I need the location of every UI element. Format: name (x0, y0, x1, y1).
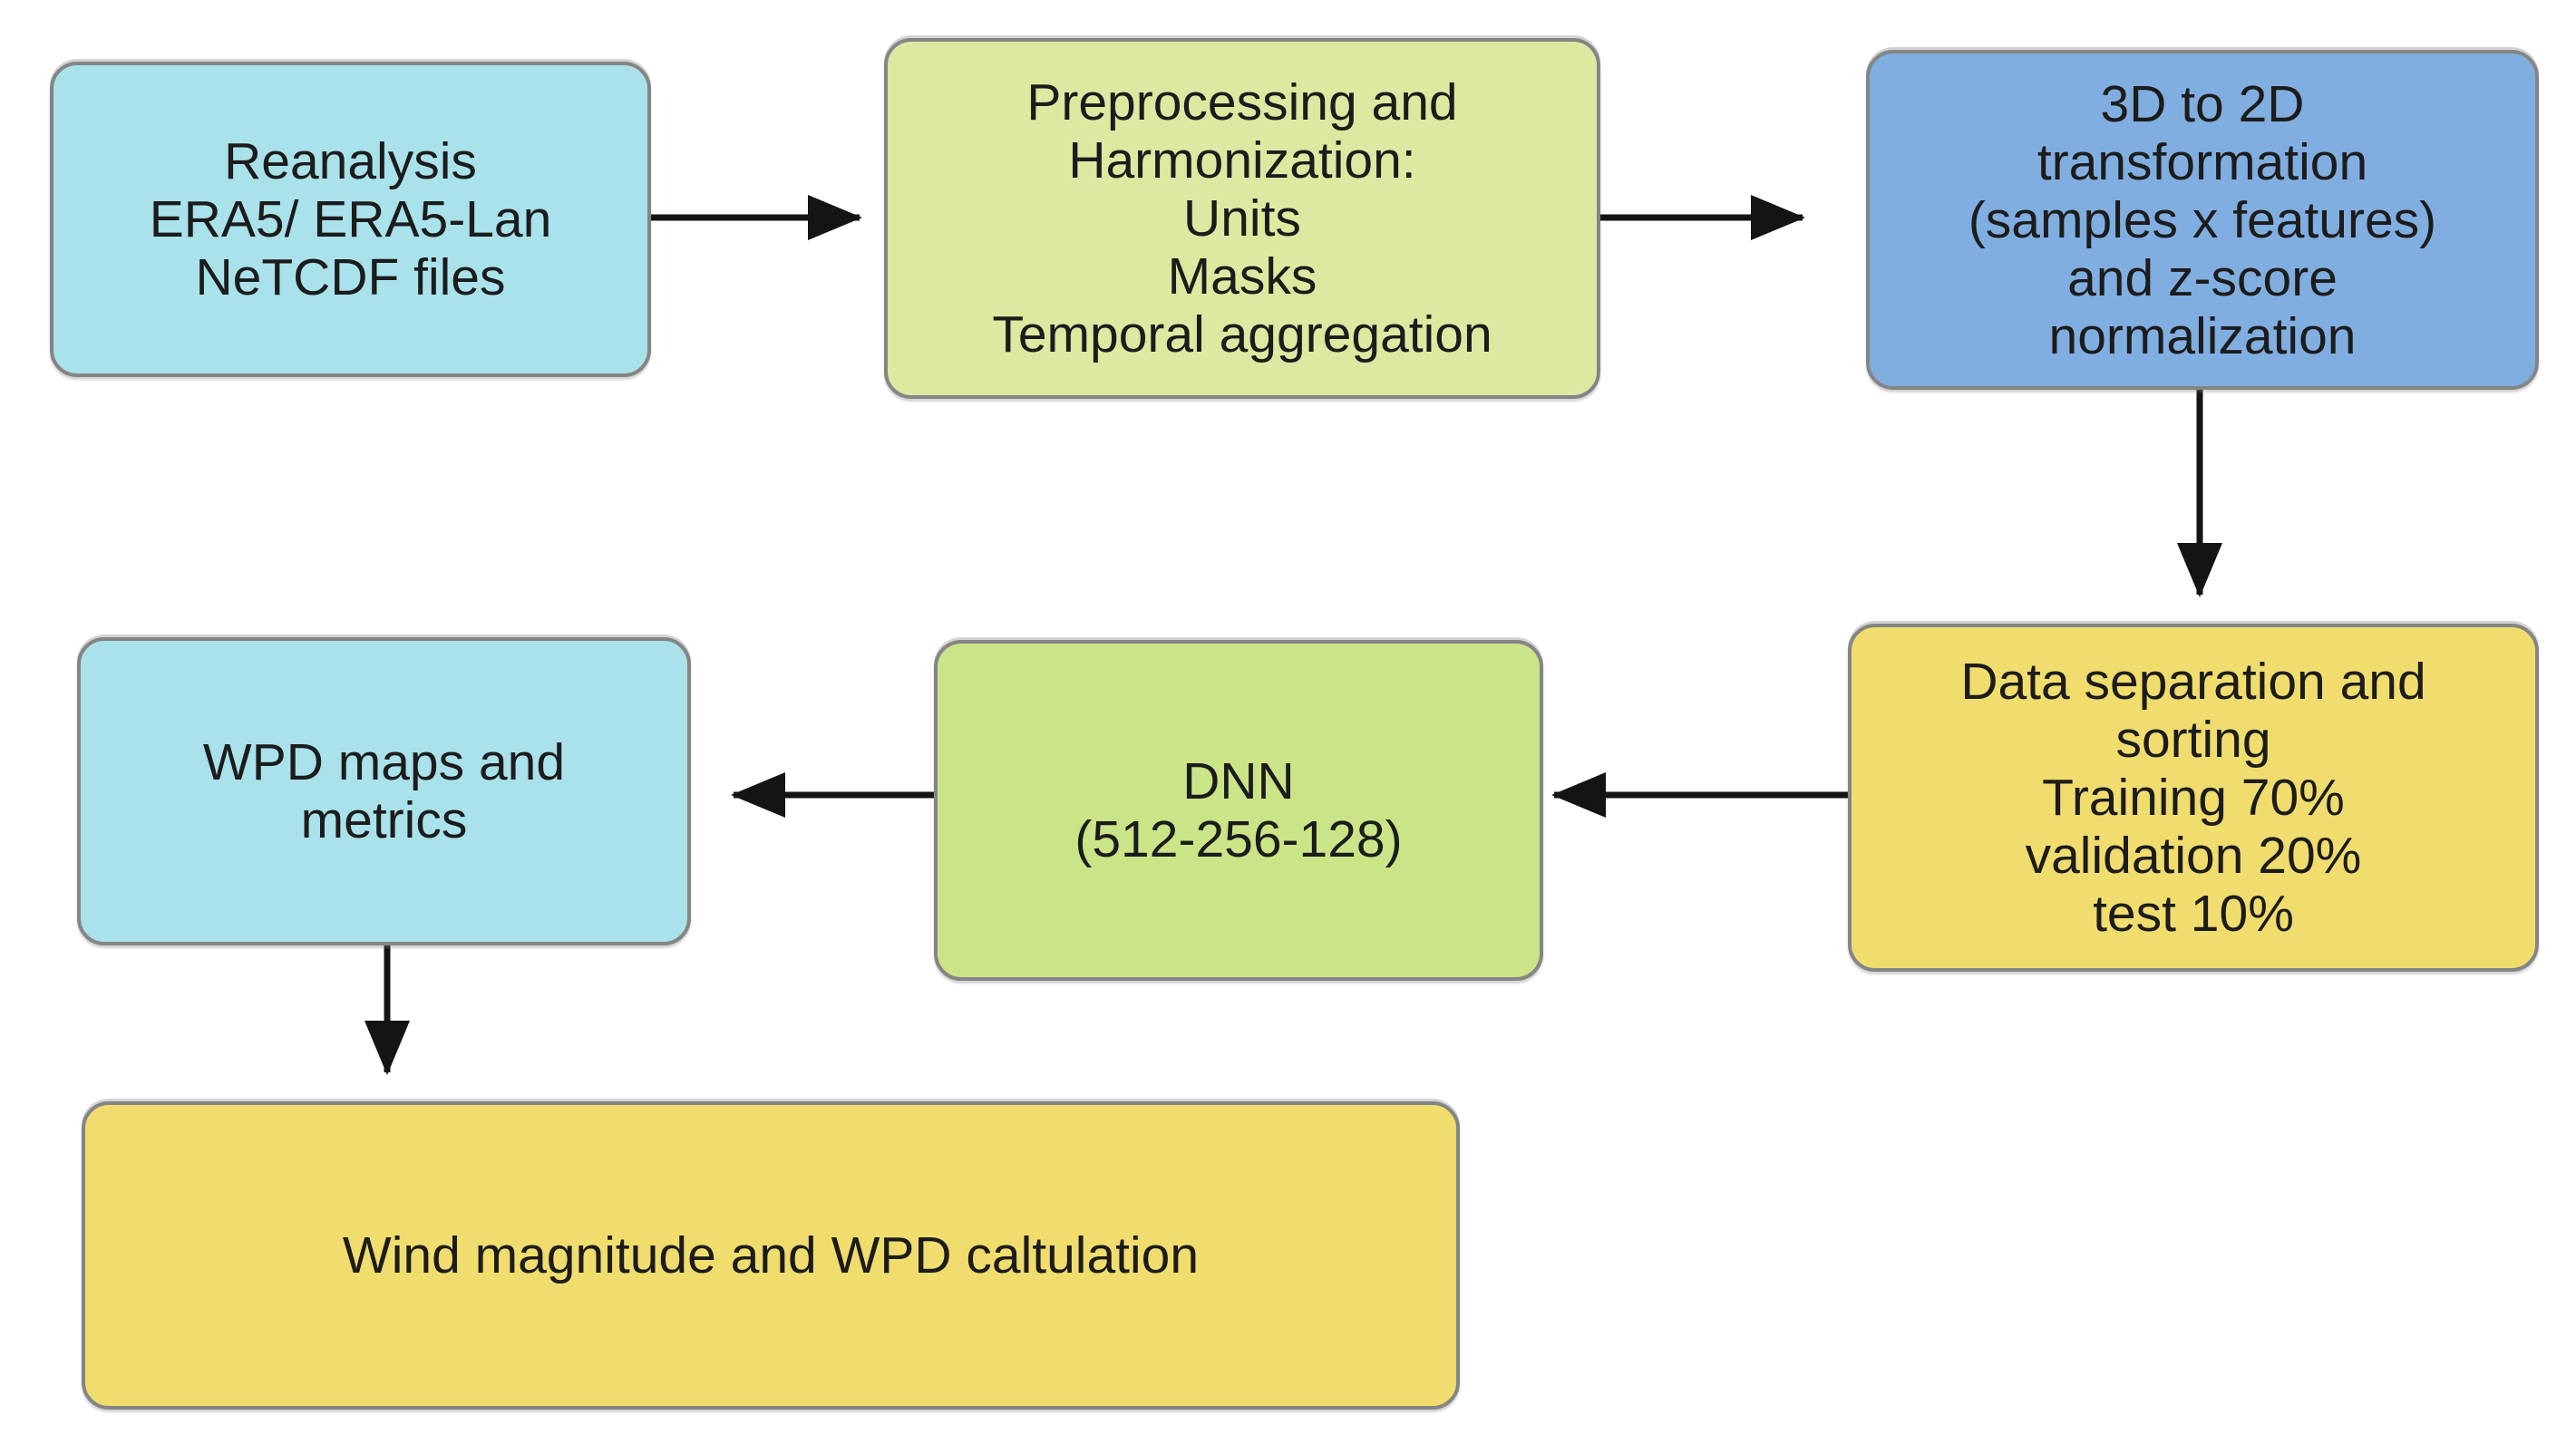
node-transformation-label: 3D to 2D transformation (samples x featu… (1968, 74, 2437, 365)
node-wpd-maps: WPD maps and metrics (77, 637, 691, 945)
node-dnn-label: DNN (512-256-128) (1074, 752, 1403, 868)
node-dnn: DNN (512-256-128) (934, 640, 1543, 981)
node-separation-label: Data separation and sorting Training 70%… (1960, 653, 2426, 943)
node-wind-calc-label: Wind magnitude and WPD caltulation (342, 1226, 1200, 1284)
node-reanalysis: Reanalysis ERA5/ ERA5-Lan NeTCDF files (50, 62, 651, 377)
node-transformation: 3D to 2D transformation (samples x featu… (1866, 50, 2539, 390)
node-reanalysis-label: Reanalysis ERA5/ ERA5-Lan NeTCDF files (149, 132, 552, 306)
node-preprocessing-label: Preprocessing and Harmonization: Units M… (992, 73, 1492, 363)
node-separation: Data separation and sorting Training 70%… (1848, 624, 2539, 972)
node-preprocessing: Preprocessing and Harmonization: Units M… (884, 38, 1600, 399)
node-wpd-maps-label: WPD maps and metrics (202, 733, 566, 849)
node-wind-calc: Wind magnitude and WPD caltulation (82, 1101, 1460, 1410)
